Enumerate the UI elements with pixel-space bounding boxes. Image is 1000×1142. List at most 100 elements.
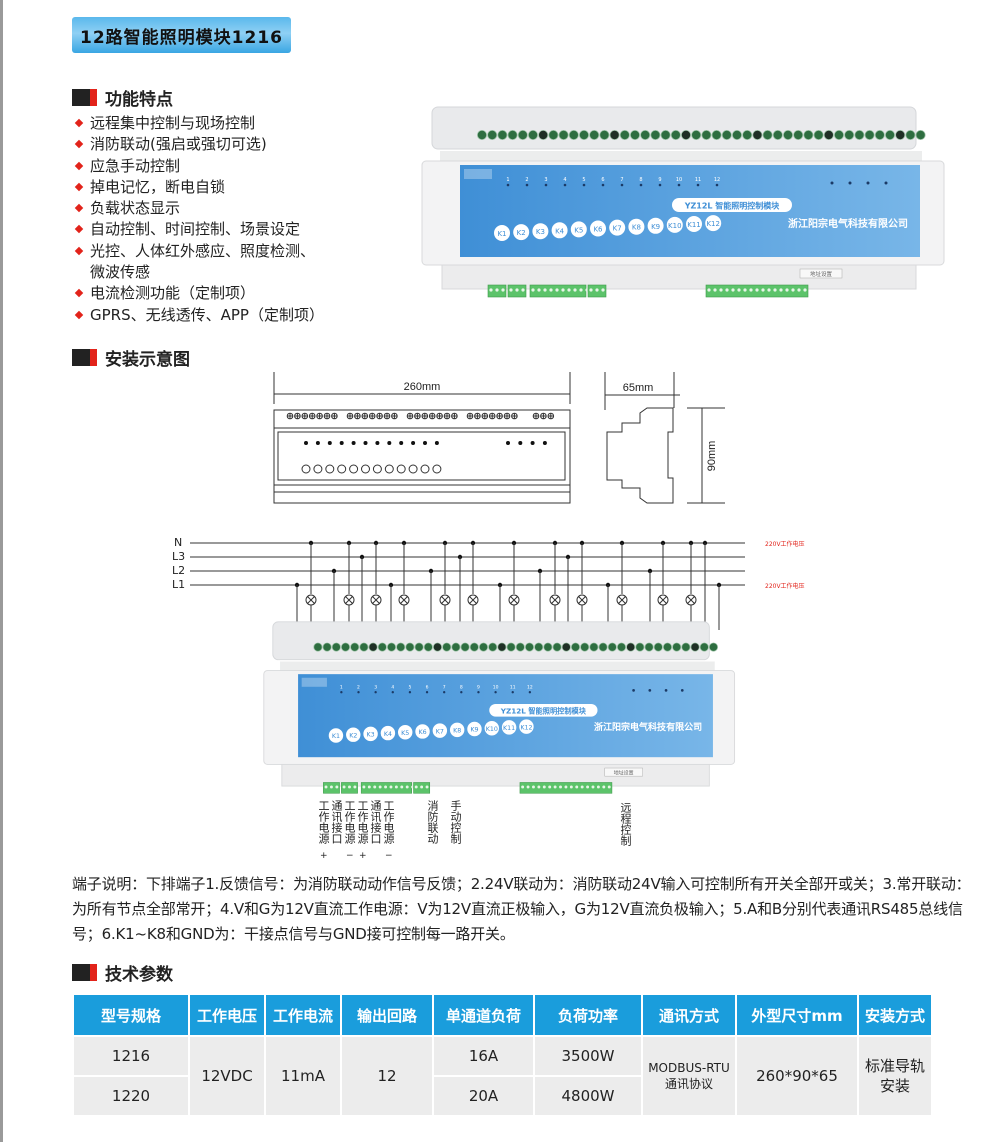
- terminal-hole: [719, 288, 723, 292]
- bullet-diamond-icon: [74, 289, 84, 298]
- header-size: 外型尺寸mm: [735, 993, 859, 1037]
- model-label: YZ12L 智能照明控制模块: [500, 706, 587, 715]
- product-title-badge: 12路智能照明模块1216: [72, 17, 291, 53]
- terminal-screw: [915, 129, 926, 140]
- channel-led: [460, 691, 463, 694]
- section-specs-heading: 技术参数: [72, 960, 173, 985]
- label-comm-2: 通讯接口: [369, 800, 382, 844]
- terminal-screw: [568, 129, 579, 140]
- terminal-screw: [507, 129, 518, 140]
- terminal-screw: [469, 642, 479, 652]
- cell-model: 1220: [72, 1075, 190, 1117]
- led-dot: [434, 441, 439, 445]
- terminal-screw: [708, 642, 718, 652]
- terminal-screw: [477, 129, 488, 140]
- channel-number: 1: [340, 685, 343, 691]
- channel-led: [582, 183, 586, 187]
- terminal-screw: [874, 129, 885, 140]
- terminal-screw: [517, 129, 528, 140]
- key-button: [705, 215, 722, 232]
- key-button: [415, 724, 430, 739]
- height-label: 90mm: [706, 441, 718, 472]
- section-marker-icon: [72, 89, 97, 106]
- label-comm-1: 通讯接口: [330, 800, 343, 844]
- terminal-hole: [749, 288, 753, 292]
- terminal-screw: [833, 129, 844, 140]
- terminal-screw: [442, 642, 452, 652]
- header-mount: 安装方式: [857, 993, 933, 1037]
- label-power-2: 工作电源: [343, 800, 356, 844]
- bullet-diamond-icon: [74, 310, 84, 319]
- key-button: [380, 725, 396, 741]
- key-button: [570, 221, 587, 238]
- terminal-screw: [844, 129, 855, 140]
- key-label: K1: [497, 230, 506, 238]
- terminal-screw: [396, 642, 406, 652]
- status-led-dot: [542, 441, 547, 445]
- cell-power: 3500W: [533, 1035, 643, 1077]
- company-name: 浙江阳宗电气科技有限公司: [788, 217, 908, 230]
- channel-led: [477, 691, 480, 694]
- key-button: [346, 727, 361, 742]
- lamp-cross: [441, 596, 449, 604]
- feature-text: 掉电记忆，断电自锁: [90, 177, 226, 196]
- model-label-bg: [672, 198, 792, 212]
- terminal-hole: [548, 785, 552, 789]
- key-label: K2: [349, 732, 357, 739]
- key-label: K12: [520, 724, 532, 731]
- header-comm: 通讯方式: [641, 993, 737, 1037]
- key-button: [590, 220, 606, 237]
- key-button: [666, 216, 683, 233]
- feature-text: 负载状态显示: [90, 199, 181, 218]
- channel-led: [677, 183, 681, 187]
- channel-led: [696, 183, 700, 187]
- terminal-screw: [681, 642, 691, 652]
- terminal-screw: [423, 642, 433, 652]
- terminal-screw: [561, 642, 571, 652]
- terminal-screw: [701, 129, 712, 140]
- terminal-hole: [495, 288, 499, 292]
- terminal-screw: [543, 642, 553, 652]
- terminal-screw: [644, 642, 654, 652]
- key-circle: [361, 464, 370, 474]
- led-dot: [423, 441, 427, 445]
- terminal-screw: [331, 642, 341, 652]
- feature-text: 自动控制、时间控制、场景设定: [90, 220, 301, 239]
- terminal-screw: [534, 642, 544, 652]
- terminal-hole: [791, 288, 795, 292]
- channel-number: 10: [676, 177, 682, 183]
- feature-item: 电流检测功能（定制项）: [72, 283, 324, 304]
- lamp-cross: [551, 596, 559, 604]
- key-button: [647, 217, 664, 234]
- terminal-hole: [596, 785, 600, 789]
- terminal-screw: [721, 129, 732, 140]
- terminal-screw: [762, 129, 773, 140]
- model-label-bg: [489, 703, 598, 717]
- terminal-hole: [785, 288, 789, 292]
- label-manual-control: 手动控制: [449, 800, 462, 844]
- comm-protocol-suffix: 通讯协议: [664, 1077, 713, 1091]
- page-edge-divider: [0, 0, 3, 1142]
- key-label: K4: [384, 731, 392, 738]
- feature-text: 应急手动控制: [90, 156, 181, 175]
- header-channel-load: 单通道负荷: [432, 993, 535, 1037]
- comm-protocol: MODBUS-RTU: [648, 1061, 730, 1075]
- key-button: [328, 728, 344, 743]
- terminal-hole: [803, 288, 807, 292]
- terminal-hole: [405, 785, 409, 789]
- channel-number: 9: [658, 177, 661, 183]
- led-dot: [375, 441, 380, 445]
- cell-load: 20A: [432, 1075, 535, 1117]
- terminal-hole: [335, 785, 339, 789]
- key-button: [501, 720, 517, 735]
- channel-led: [544, 183, 548, 187]
- key-circle: [325, 464, 335, 474]
- key-label: K12: [706, 220, 720, 228]
- voltage-note-l1: 220V工作电压: [765, 583, 805, 590]
- led-dot: [363, 441, 368, 445]
- channel-number: 7: [620, 177, 623, 183]
- terminal-screw: [813, 129, 824, 140]
- terminal-screw: [589, 642, 599, 652]
